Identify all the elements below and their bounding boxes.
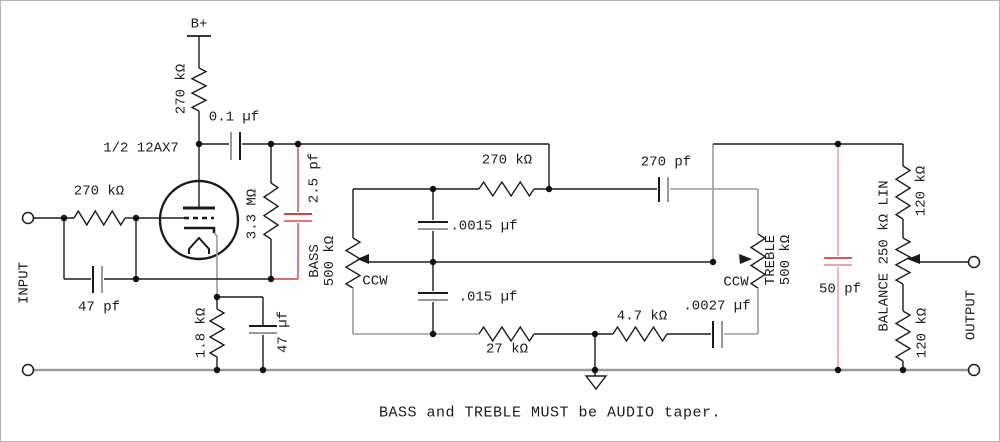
balance-lower-resistor-label: 120 kΩ xyxy=(914,307,931,359)
treble-cap-label: 270 pf xyxy=(640,154,692,171)
heater-filament xyxy=(188,236,210,254)
balance-wiper-arrow xyxy=(907,254,920,264)
stack-resistor-lower xyxy=(478,326,535,342)
cathode-electrode xyxy=(184,226,216,233)
treble-wiper-arrow xyxy=(739,254,752,264)
cathode-resistor xyxy=(209,308,225,358)
ground-rail xyxy=(33,368,969,391)
cathode-network xyxy=(209,296,277,370)
bridge-resistor-label: 4.7 kΩ xyxy=(616,308,668,325)
feedback-cap xyxy=(272,144,312,280)
balance-upper-resistor xyxy=(895,165,911,220)
feedback-network xyxy=(263,144,312,280)
bass-network xyxy=(345,181,713,370)
output-network xyxy=(713,143,969,370)
input-label: INPUT xyxy=(16,261,33,305)
grid-resistor-label: 270 kΩ xyxy=(73,183,125,200)
taper-note: BASS and TREBLE MUST be AUDIO taper. xyxy=(378,404,722,422)
bass-pot-value: 500 kΩ xyxy=(322,235,338,287)
cathode-cap-label: 47 µf xyxy=(275,310,292,354)
bass-pot-name: BASS xyxy=(307,244,323,278)
treble-network xyxy=(612,144,766,348)
shunt-cap-label: 50 pf xyxy=(818,281,862,298)
power-supply-branch xyxy=(187,35,211,144)
treble-ccw-label: CCW xyxy=(723,274,749,291)
balance-upper-resistor-label: 120 kΩ xyxy=(913,165,930,217)
output-terminal xyxy=(967,255,981,269)
bass-pot-track xyxy=(345,237,361,289)
coupling-network xyxy=(199,132,550,189)
feedback-cap-label: 2.5 pf xyxy=(306,152,323,204)
terminals xyxy=(21,211,981,377)
plate-resistor-label: 270 kΩ xyxy=(173,63,190,115)
feedback-resistor-label: 3.3 MΩ xyxy=(244,188,261,240)
balance-pot-track xyxy=(895,237,911,285)
stack-resistor xyxy=(478,181,535,197)
stack-resistor-label: 270 kΩ xyxy=(481,152,533,169)
feedback-resistor xyxy=(263,182,279,240)
tube-label: 1/2 12AX7 xyxy=(103,140,179,157)
input-cap-label: 47 pf xyxy=(77,299,121,316)
input-terminal xyxy=(21,211,35,225)
balance-pot-label: BALANCE 250 kΩ LIN xyxy=(876,180,893,332)
treble-pot-name: TREBLE xyxy=(763,234,779,286)
coupling-cap-label: 0.1 µf xyxy=(208,109,260,126)
cathode-resistor-label: 1.8 kΩ xyxy=(193,307,210,359)
shunt-cap xyxy=(824,144,852,370)
plate-resistor xyxy=(191,67,207,112)
bass-wiper-arrow xyxy=(357,254,369,264)
output-label: OUTPUT xyxy=(963,289,980,341)
tube-triode xyxy=(136,144,240,297)
treble-lower-cap-label: .0027 µf xyxy=(683,298,751,315)
stack-resistor-lower-label: 27 kΩ xyxy=(485,341,529,358)
bass-ccw-label: CCW xyxy=(362,273,388,290)
input-network xyxy=(34,210,272,293)
input-ground-terminal xyxy=(21,363,35,377)
balance-lower-resistor xyxy=(895,310,911,362)
cathode-lead xyxy=(213,232,218,297)
stack-cap-upper-label: .0015 µf xyxy=(450,218,518,235)
junction-dots xyxy=(60,140,907,374)
bridge-resistor xyxy=(612,326,668,342)
stack-cap-lower-label: .015 µf xyxy=(458,289,518,306)
treble-pot-value: 500 kΩ xyxy=(778,234,794,286)
ground-symbol xyxy=(584,375,608,391)
grid-resistor xyxy=(73,210,126,226)
output-ground-terminal xyxy=(967,363,981,377)
b-plus-label: B+ xyxy=(190,16,208,33)
